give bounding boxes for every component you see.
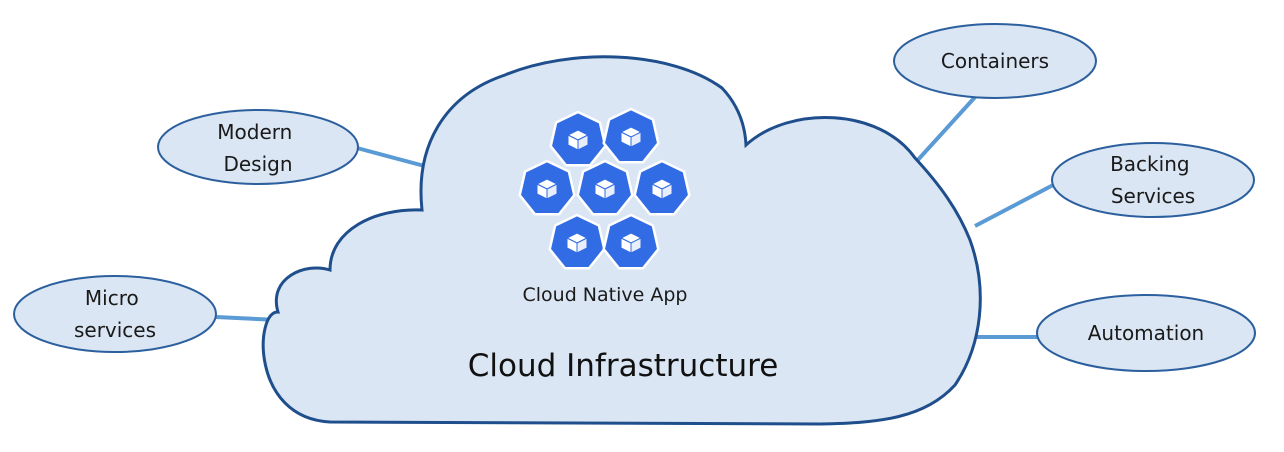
connector-containers	[914, 94, 978, 164]
bubble-shape	[13, 275, 217, 353]
bubble-label: Automation	[1088, 321, 1204, 345]
kubernetes-cube-icon	[518, 159, 576, 216]
connector-backing-services	[974, 181, 1058, 228]
cloud-infrastructure-label: Cloud Infrastructure	[468, 348, 779, 384]
bubble-shape	[157, 109, 359, 185]
bubble-shape	[1036, 294, 1256, 372]
bubble-containers: Containers	[893, 23, 1097, 99]
bubble-microservices: Micro services	[13, 275, 217, 353]
bubble-label: Modern Design	[217, 120, 298, 176]
bubble-shape	[1051, 142, 1255, 218]
bubble-label: Containers	[941, 49, 1049, 73]
bubble-automation: Automation	[1036, 294, 1256, 372]
bubble-backing-services: Backing Services	[1051, 142, 1255, 218]
connectors	[215, 94, 1058, 339]
kubernetes-cube-icon	[602, 213, 660, 270]
kubernetes-cube-icon	[602, 107, 660, 164]
connector-modern-design	[356, 146, 433, 170]
bubble-label: Micro services	[74, 286, 156, 342]
cloud-native-app-label: Cloud Native App	[523, 284, 688, 306]
kubernetes-cube-icon	[549, 110, 607, 167]
bubble-label: Backing Services	[1110, 152, 1196, 208]
cloud-native-app-icons	[518, 107, 691, 270]
kubernetes-cube-icon	[633, 159, 691, 216]
kubernetes-cube-icon	[576, 159, 634, 216]
bubble-shape	[893, 23, 1097, 99]
bubble-modern-design: Modern Design	[157, 109, 359, 185]
kubernetes-cube-icon	[548, 213, 606, 270]
